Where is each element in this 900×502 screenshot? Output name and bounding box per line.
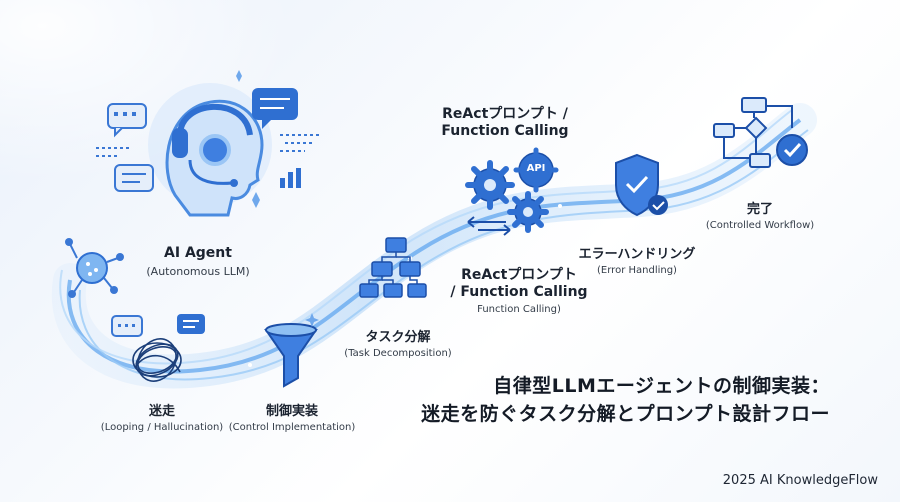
footer-credit: 2025 AI KnowledgeFlow [722,473,878,488]
done-title: 完了 [746,202,774,217]
node-done: 完了 (Controlled Workflow) [706,198,814,231]
headline-line1: 自律型LLMエージェントの制御実装： [493,375,830,397]
react-mid-line1: ReActプロンプト [461,267,577,283]
node-react-mid: ReActプロンプト / Function Calling Function C… [450,267,587,315]
node-task: タスク分解 (Task Decomposition) [344,326,451,359]
control-title: 制御実装 [265,404,319,419]
node-loop: 迷走 (Looping / Hallucination) [101,400,223,433]
node-error: エラーハンドリング (Error Handling) [579,243,696,276]
done-subtitle: (Controlled Workflow) [705,220,815,231]
agent-title: AI Agent [164,245,232,261]
error-title: エラーハンドリング [578,247,696,262]
task-subtitle: (Task Decomposition) [344,348,452,359]
loop-subtitle: (Looping / Hallucination) [100,422,224,433]
loop-title: 迷走 [148,404,176,419]
react-mid-line2: / Function Calling [450,284,588,300]
headline-line2: 迷走を防ぐタスク分解とプロンプト設計フロー [421,403,830,425]
headline: 自律型LLMエージェントの制御実装： 迷走を防ぐタスク分解とプロンプト設計フロー [421,372,830,428]
task-title: タスク分解 [365,330,431,345]
agent-subtitle: (Autonomous LLM) [146,265,250,278]
node-control: 制御実装 (Control Implementation) [229,400,356,433]
react-mid-subtitle: Function Calling) [477,304,561,315]
react-top-line1: ReActプロンプト / [442,106,568,122]
node-react-top: ReActプロンプト / Function Calling [441,106,568,140]
api-badge: API [526,163,546,174]
node-agent: AI Agent (Autonomous LLM) [146,245,249,278]
control-subtitle: (Control Implementation) [228,422,356,433]
error-subtitle: (Error Handling) [597,265,677,276]
react-top-line2: Function Calling [441,123,569,139]
